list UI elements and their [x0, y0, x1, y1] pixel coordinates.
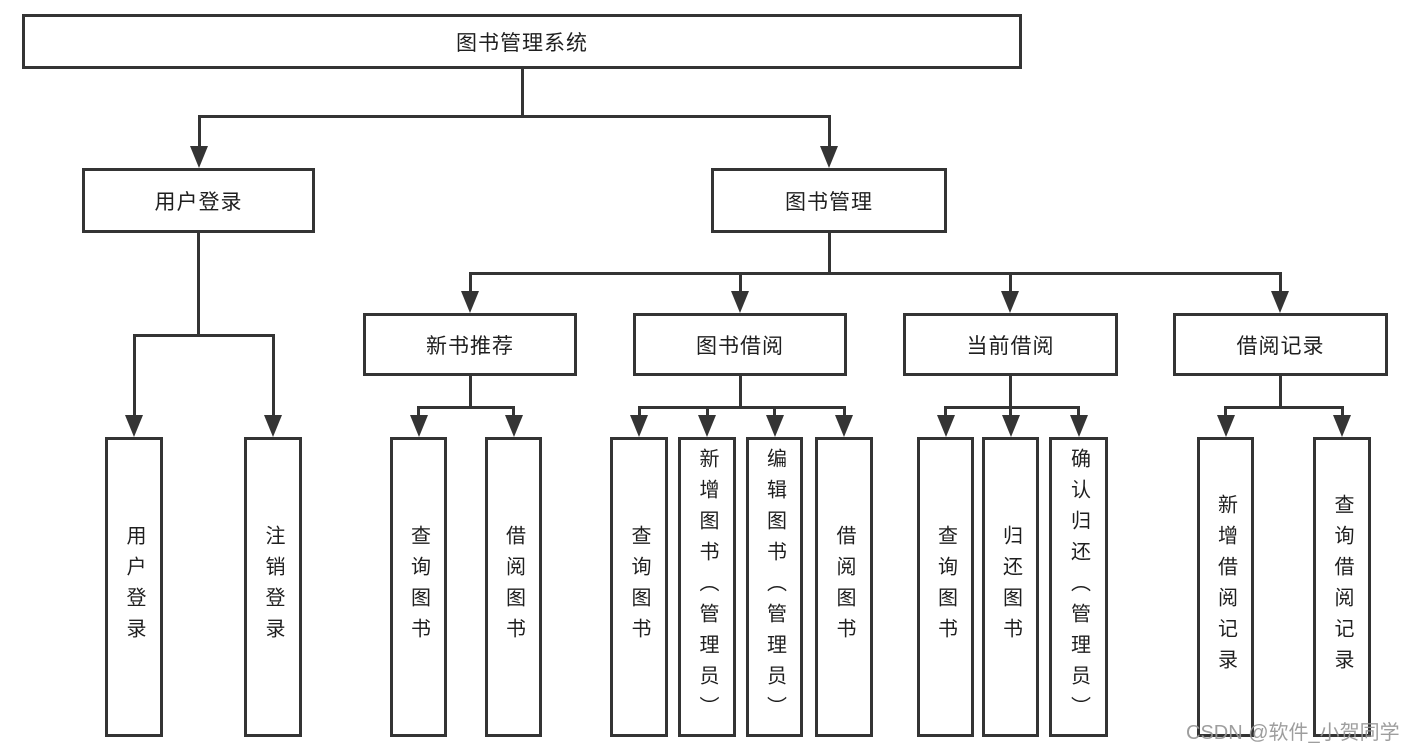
connector-drop-borrow-records	[1278, 273, 1282, 291]
arrowhead-g1-query-books	[409, 415, 428, 437]
node-add-book-admin-label: 新增图书（管理员）	[696, 447, 718, 727]
connector-g2-drop-3	[773, 407, 776, 416]
arrowhead-new-book	[461, 291, 479, 313]
node-return-books-label: 归还图书	[999, 525, 1022, 649]
connector-g1-drop-2	[512, 407, 515, 416]
node-user-login-label: 用户登录	[154, 190, 243, 214]
arrowhead-logout-leaf	[264, 415, 282, 437]
connector-drop-current-borrow	[1008, 273, 1012, 291]
connector-g2-branch	[637, 405, 846, 409]
connector-drop-login-leaf	[132, 335, 136, 415]
node-add-borrow-record: 新增借阅记录	[1197, 437, 1254, 737]
connector-g2-drop-2	[705, 407, 709, 416]
connector-book-management-branch	[468, 271, 1282, 275]
node-query-books-3: 查询图书	[917, 437, 974, 737]
arrowhead-login-leaf	[125, 415, 143, 437]
connector-g1-branch	[417, 405, 515, 409]
node-library-management-system: 图书管理系统	[22, 14, 1022, 69]
node-library-management-system-label: 图书管理系统	[456, 31, 588, 55]
arrowhead-book-borrow	[731, 291, 749, 313]
node-confirm-return-admin-label: 确认归还（管理员）	[1067, 447, 1090, 727]
node-new-book-recommendation-label: 新书推荐	[426, 334, 514, 358]
node-add-borrow-record-label: 新增借阅记录	[1214, 494, 1237, 680]
connector-g3-drop-1	[944, 407, 947, 416]
node-add-book-admin: 新增图书（管理员）	[678, 437, 736, 737]
node-current-borrowing: 当前借阅	[903, 313, 1118, 376]
node-query-books-1-label: 查询图书	[407, 525, 430, 649]
connector-g3-branch	[944, 405, 1080, 409]
node-query-books-2: 查询图书	[610, 437, 668, 737]
connector-g4-branch	[1224, 405, 1344, 409]
node-confirm-return-admin: 确认归还（管理员）	[1049, 437, 1108, 737]
arrowhead-borrow-records	[1271, 291, 1289, 313]
arrowhead-g2-add-book	[698, 415, 716, 437]
connector-g4-drop-2	[1340, 407, 1344, 416]
connector-g3-drop-2	[1009, 407, 1012, 416]
connector-g3-stem	[1008, 376, 1012, 407]
arrowhead-book-management	[820, 146, 838, 168]
node-return-books: 归还图书	[982, 437, 1039, 737]
node-borrow-books-1-label: 借阅图书	[502, 525, 525, 649]
connector-drop-user-login	[197, 117, 201, 147]
node-book-management: 图书管理	[711, 168, 947, 233]
connector-root-stem	[520, 69, 524, 117]
connector-drop-new-book	[468, 273, 472, 291]
node-current-borrowing-label: 当前借阅	[966, 334, 1055, 358]
node-query-books-3-label: 查询图书	[934, 525, 957, 649]
csdn-watermark: CSDN @软件_小贺同学	[1186, 722, 1400, 744]
node-query-borrow-record: 查询借阅记录	[1313, 437, 1371, 737]
node-edit-book-admin-label: 编辑图书（管理员）	[763, 447, 786, 727]
node-borrow-books-2-label: 借阅图书	[833, 525, 855, 649]
node-book-management-label: 图书管理	[785, 190, 873, 214]
connector-g2-drop-4	[842, 407, 846, 416]
node-user-login-leaf-label: 用户登录	[123, 525, 145, 649]
arrowhead-g3-return-books	[1001, 415, 1020, 437]
connector-g2-drop-1	[637, 407, 641, 416]
connector-g3-drop-3	[1077, 407, 1080, 416]
node-user-login-leaf: 用户登录	[105, 437, 163, 737]
node-query-borrow-record-label: 查询借阅记录	[1331, 494, 1353, 680]
connector-root-branch	[197, 115, 831, 118]
arrowhead-g1-borrow-books	[504, 415, 523, 437]
node-borrow-books-1: 借阅图书	[485, 437, 542, 737]
node-book-borrowing-label: 图书借阅	[696, 334, 784, 358]
arrowhead-g3-query-books	[936, 415, 955, 437]
arrowhead-g2-borrow-books	[835, 415, 853, 437]
node-query-books-2-label: 查询图书	[628, 525, 650, 649]
connector-user-login-branch	[132, 333, 275, 337]
arrowhead-g4-query-record	[1333, 415, 1351, 437]
arrowhead-g4-add-record	[1216, 415, 1235, 437]
arrowhead-g2-edit-book	[765, 415, 784, 437]
connector-drop-logout-leaf	[271, 335, 275, 415]
connector-g1-drop-1	[417, 407, 420, 416]
arrowhead-g2-query-books	[630, 415, 648, 437]
connector-g2-stem	[738, 376, 742, 407]
connector-g4-stem	[1278, 376, 1282, 407]
node-user-login: 用户登录	[82, 168, 315, 233]
node-book-borrowing: 图书借阅	[633, 313, 847, 376]
node-edit-book-admin: 编辑图书（管理员）	[746, 437, 803, 737]
node-borrowing-records-label: 借阅记录	[1236, 334, 1325, 358]
node-logout-label: 注销登录	[262, 525, 284, 649]
connector-book-management-stem	[827, 233, 831, 274]
connector-drop-book-borrow	[738, 273, 742, 291]
node-borrow-books-2: 借阅图书	[815, 437, 873, 737]
node-logout: 注销登录	[244, 437, 302, 737]
node-borrowing-records: 借阅记录	[1173, 313, 1388, 376]
connector-drop-book-management	[827, 117, 831, 147]
arrowhead-g3-confirm-return	[1069, 415, 1088, 437]
arrowhead-user-login	[190, 146, 208, 168]
connector-g1-stem	[468, 376, 472, 407]
node-query-books-1: 查询图书	[390, 437, 447, 737]
node-new-book-recommendation: 新书推荐	[363, 313, 577, 376]
arrowhead-current-borrow	[1001, 291, 1019, 313]
connector-g4-drop-1	[1224, 407, 1227, 416]
connector-user-login-stem	[197, 233, 200, 335]
